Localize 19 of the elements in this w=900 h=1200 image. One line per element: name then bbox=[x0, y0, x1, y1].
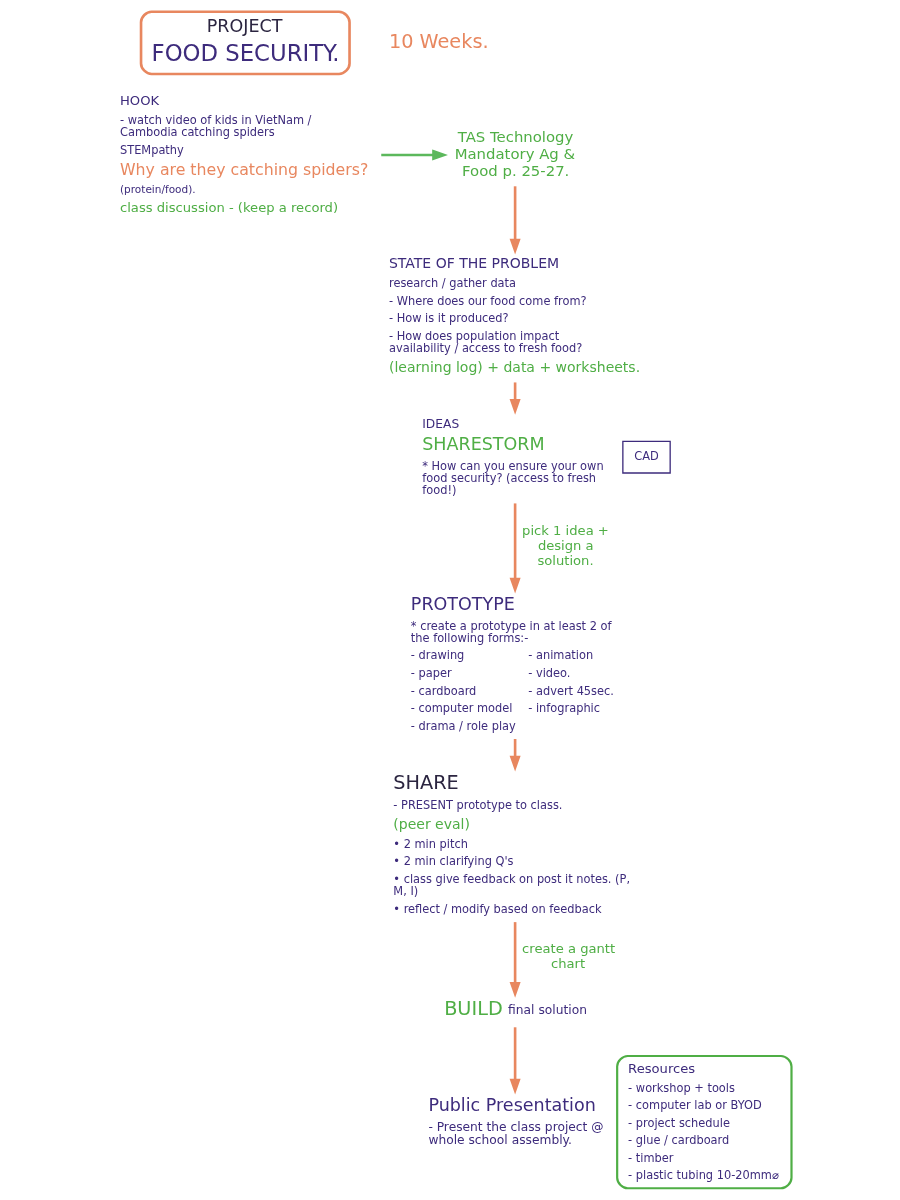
node-text: BUILD final solution bbox=[443, 997, 587, 1021]
arrow bbox=[509, 922, 521, 998]
node-text: SHARE - PRESENT prototype to class. (peer eval) • 2 min pitch • 2 min clarifying Q's • class give feedback on post it notes. (P, M, I) • reflect / modify based on feedback bbox=[392, 771, 630, 916]
node-text: STATE OF THE PROBLEM research / gather data - Where does our food come from? - How is it produced? - How does population impact availability / access to fresh food? (learning log) + data + worksheets. bbox=[388, 255, 640, 375]
node-text: TAS Technology Mandatory Ag & Food p. 25-27. bbox=[454, 128, 575, 180]
edge-label: create a gantt chart bbox=[521, 941, 615, 972]
edge-label: pick 1 idea + design a solution. bbox=[521, 523, 609, 568]
node-text: PROTOTYPE * create a prototype in at least 2 of the following forms:- - drawing - animation - paper - video. - cardboard - advert 45sec. - computer model - infographic - drama / role play bbox=[410, 594, 614, 733]
node-box: Resources - workshop + tools - computer lab or BYOD - project schedule - glue / cardboard - timber - plastic tubing 10-20mm⌀ bbox=[615, 1054, 793, 1190]
node-box: CAD bbox=[621, 440, 671, 474]
label: 10 Weeks. bbox=[388, 29, 489, 53]
arrow bbox=[509, 503, 521, 594]
arrow bbox=[380, 149, 448, 161]
node-box: PROJECT FOOD SECURITY. bbox=[139, 10, 351, 76]
arrow bbox=[509, 186, 521, 255]
node-text: HOOK - watch video of kids in VietNam / Cambodia catching spiders STEMpathy Why are they catching spiders? (protein/food). class discussion - (keep a record) bbox=[119, 93, 368, 215]
node-text: IDEAS SHARESTORM * How can you ensure your own food security? (access to fresh food!) bbox=[421, 416, 604, 498]
arrow bbox=[509, 1027, 521, 1095]
node-text: Public Presentation - Present the class project @ whole school assembly. bbox=[427, 1094, 604, 1148]
